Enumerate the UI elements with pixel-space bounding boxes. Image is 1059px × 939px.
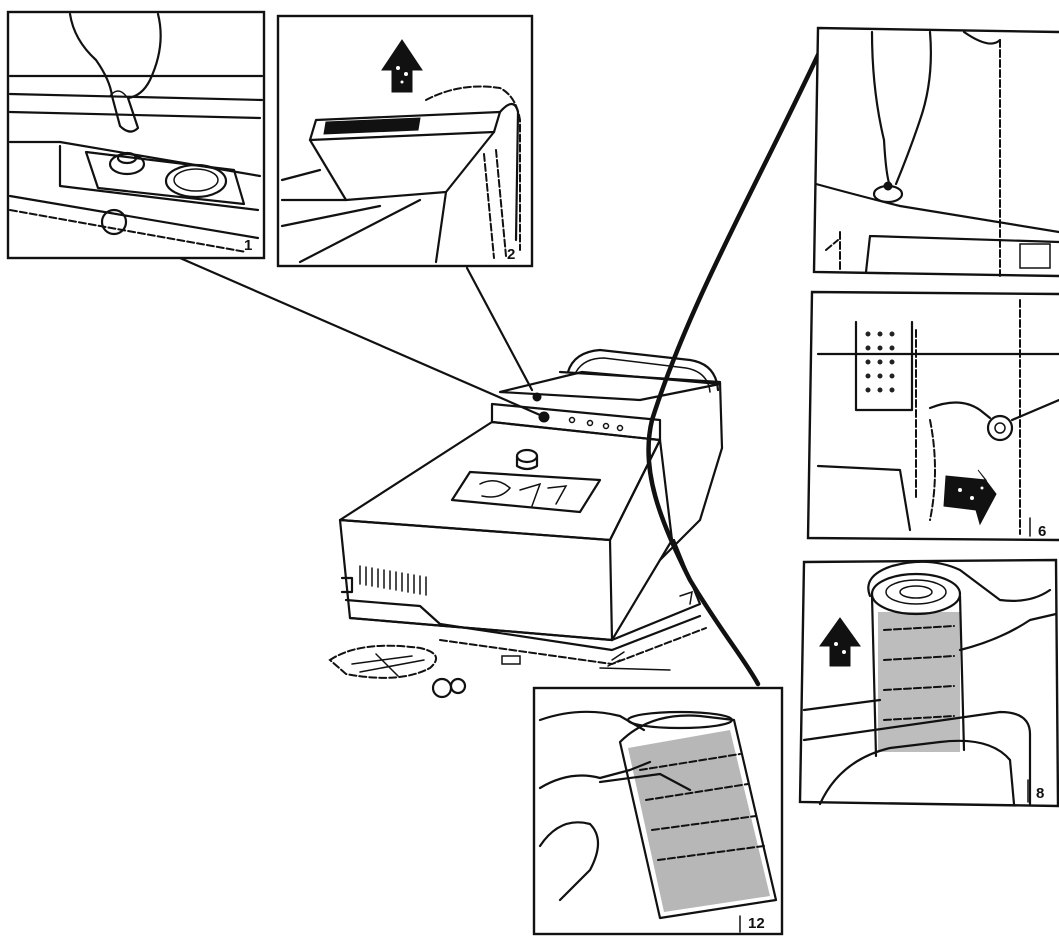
top-knob bbox=[515, 448, 539, 464]
panel-12-number: 12 bbox=[748, 915, 765, 932]
filter-speckle bbox=[878, 612, 960, 752]
panel-12: 12 bbox=[532, 686, 784, 936]
leader-lines bbox=[178, 37, 828, 687]
machine-side bbox=[608, 438, 674, 642]
panel-3 bbox=[812, 26, 1059, 278]
leader-panel-2 bbox=[465, 266, 534, 392]
vent-grille bbox=[359, 565, 427, 596]
panel-2: 2 bbox=[276, 14, 534, 268]
panel-1: 1 bbox=[6, 10, 266, 260]
diagonal-arrow-icon bbox=[943, 469, 997, 526]
side-brush bbox=[328, 644, 438, 679]
lid-top bbox=[498, 370, 722, 402]
up-arrow-icon bbox=[381, 39, 423, 93]
panel-2-number: 2 bbox=[507, 246, 515, 263]
leader-curve bbox=[646, 37, 828, 687]
leader-panel-1 bbox=[178, 256, 542, 417]
machine-front bbox=[338, 518, 614, 642]
wheel bbox=[431, 677, 453, 699]
panel-6: 6 bbox=[806, 290, 1059, 542]
panel-6-number: 6 bbox=[1038, 523, 1046, 540]
top-panel bbox=[450, 470, 602, 514]
panel-1-number: 1 bbox=[244, 237, 252, 254]
panel-8-number: 8 bbox=[1036, 785, 1044, 802]
panel-8: 8 bbox=[798, 558, 1059, 808]
vent-holes bbox=[865, 331, 895, 393]
control-strip bbox=[490, 402, 662, 442]
lid-knob bbox=[532, 392, 542, 402]
up-arrow-icon bbox=[819, 617, 861, 667]
machine-top bbox=[338, 420, 662, 542]
